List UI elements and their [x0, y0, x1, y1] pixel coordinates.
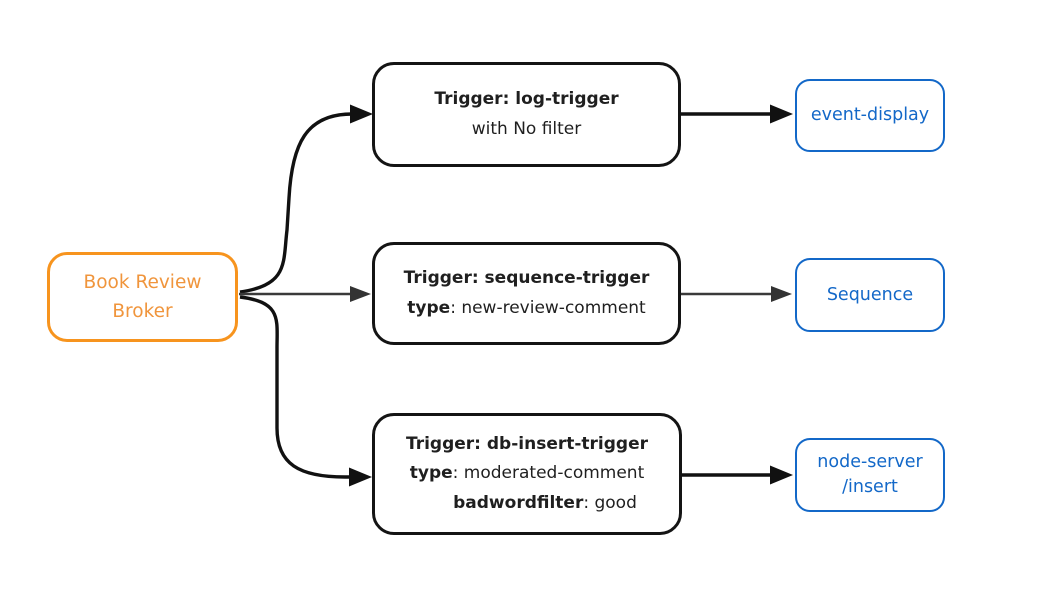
- broker-label-line1: Book Review: [83, 272, 202, 293]
- sink-node-sequence: Sequence: [795, 258, 945, 332]
- attribute-key: type: [409, 463, 453, 484]
- trigger-title: Trigger: log-trigger: [434, 89, 619, 109]
- trigger-title: Trigger: db-insert-trigger: [405, 433, 649, 454]
- edge-broker-to-log-trigger: [239, 112, 353, 294]
- arrowhead-sequence: [771, 286, 792, 302]
- sink-node-node-server-insert: node-server /insert: [795, 438, 945, 512]
- trigger-node-db-insert-trigger: Trigger: db-insert-trigger type: moderat…: [372, 413, 682, 535]
- arrowhead-event-display: [770, 104, 793, 124]
- broker-node: Book Review Broker: [47, 252, 238, 342]
- sink-node-event-display: event-display: [795, 79, 945, 152]
- attribute-value: : good: [583, 492, 637, 513]
- broker-label-line2: Broker: [112, 301, 173, 322]
- trigger-title: Trigger: sequence-trigger: [403, 268, 650, 288]
- trigger-attribute-badwordfilter: badwordfilter: good: [375, 489, 679, 519]
- arrowhead-sequence-trigger: [350, 286, 371, 302]
- sink-label-line1: node-server: [817, 452, 923, 472]
- trigger-attribute-type: type: moderated-comment: [375, 459, 679, 489]
- sink-label: Sequence: [826, 284, 914, 305]
- attribute-key: badwordfilter: [453, 492, 584, 513]
- sink-label: event-display: [810, 105, 930, 125]
- edge-broker-to-db-insert-trigger: [239, 295, 351, 479]
- arrowhead-node-server: [770, 465, 793, 485]
- sink-label-line2: /insert: [842, 477, 898, 497]
- trigger-attribute-type: type: new-review-comment: [375, 294, 678, 324]
- attribute-value: : moderated-comment: [452, 463, 645, 484]
- trigger-filter-detail: with No filter: [471, 118, 582, 139]
- attribute-value: : new-review-comment: [450, 297, 646, 318]
- attribute-key: type: [407, 297, 451, 318]
- arrowhead-log-trigger: [350, 104, 373, 124]
- trigger-node-sequence-trigger: Trigger: sequence-trigger type: new-revi…: [372, 242, 681, 345]
- trigger-node-log-trigger: Trigger: log-trigger with No filter: [372, 62, 681, 167]
- arrowhead-db-insert-trigger: [349, 467, 372, 487]
